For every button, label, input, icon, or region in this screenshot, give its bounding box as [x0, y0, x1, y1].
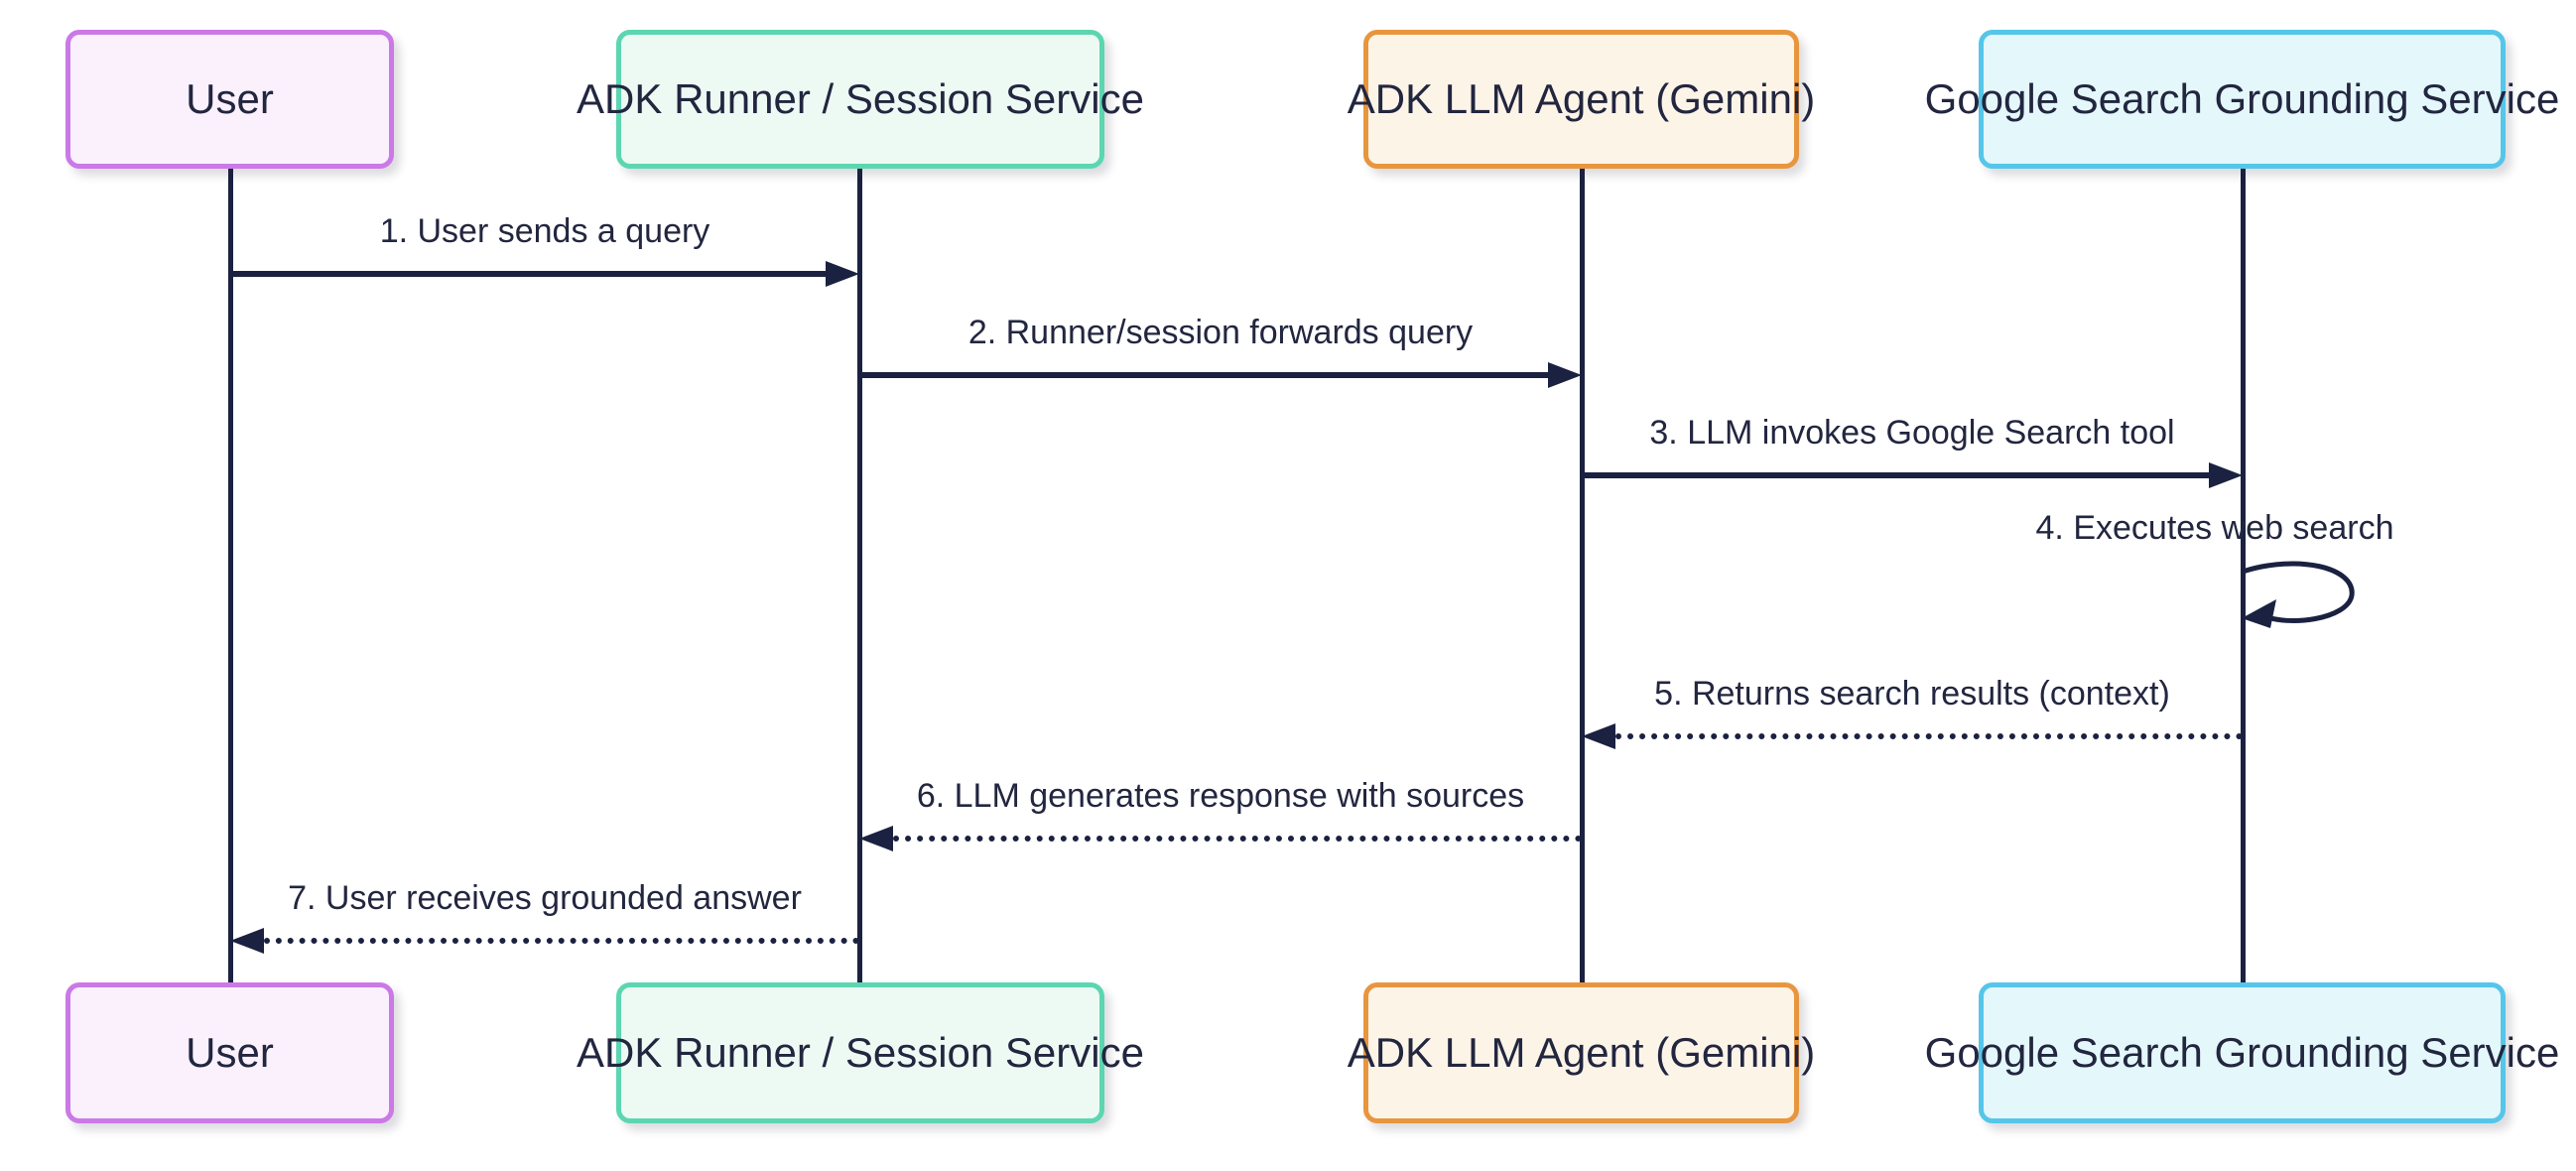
message-6-arrow [893, 836, 1582, 842]
message-3-arrow [1582, 472, 2209, 478]
message-4-label: 4. Executes web search [2035, 509, 2394, 547]
lifeline-runner [857, 167, 862, 984]
actor-label: Google Search Grounding Service [1924, 75, 2560, 122]
actor-label: User [186, 75, 274, 122]
message-3-label: 3. LLM invokes Google Search tool [1649, 414, 2175, 452]
actor-top-google: Google Search Grounding Service [1925, 30, 2559, 169]
actor-label: ADK Runner / Session Service [577, 1029, 1144, 1076]
actor-top-runner: ADK Runner / Session Service [577, 30, 1144, 169]
message-5-arrowhead-icon [1582, 723, 1615, 749]
actor-bottom-google: Google Search Grounding Service [1925, 982, 2559, 1123]
message-2-arrow [859, 372, 1548, 378]
actor-top-user: User [65, 30, 394, 169]
message-7-arrowhead-icon [230, 928, 264, 954]
message-1-label: 1. User sends a query [379, 212, 710, 250]
message-7-label: 7. User receives grounded answer [288, 879, 802, 917]
message-1-arrow [230, 271, 826, 277]
message-6-label: 6. LLM generates response with sources [916, 777, 1525, 815]
message-2-arrowhead-icon [1548, 362, 1582, 388]
message-1-arrowhead-icon [826, 261, 859, 287]
lifeline-llm [1580, 167, 1585, 984]
actor-label: User [186, 1029, 274, 1076]
lifeline-google [2241, 167, 2246, 984]
message-4-arrowhead-icon [2242, 599, 2276, 628]
actor-label: ADK LLM Agent (Gemini) [1347, 75, 1816, 122]
message-5-arrow [1615, 733, 2243, 739]
message-2-label: 2. Runner/session forwards query [967, 314, 1474, 351]
lifeline-user [228, 167, 233, 984]
actor-bottom-llm: ADK LLM Agent (Gemini) [1348, 982, 1815, 1123]
actor-bottom-user: User [65, 982, 394, 1123]
actor-top-llm: ADK LLM Agent (Gemini) [1348, 30, 1815, 169]
message-5-label: 5. Returns search results (context) [1654, 675, 2170, 713]
actor-label: Google Search Grounding Service [1924, 1029, 2560, 1076]
message-3-arrowhead-icon [2209, 462, 2243, 488]
actor-label: ADK LLM Agent (Gemini) [1347, 1029, 1816, 1076]
message-6-arrowhead-icon [859, 826, 893, 851]
actor-bottom-runner: ADK Runner / Session Service [577, 982, 1144, 1123]
message-4-self-loop [2242, 561, 2355, 628]
message-7-arrow [264, 938, 859, 944]
actor-label: ADK Runner / Session Service [577, 75, 1144, 122]
